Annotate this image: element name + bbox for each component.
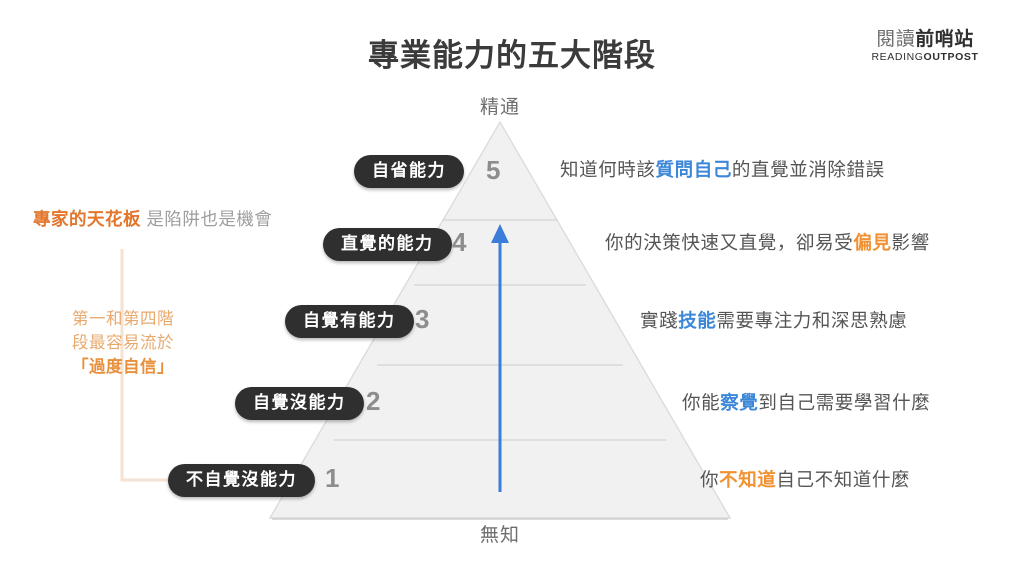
level-description-2: 你能察覺到自己需要學習什麼 <box>682 389 930 415</box>
level-number-1: 1 <box>325 463 340 493</box>
logo-chinese-light: 閱讀 <box>876 29 916 50</box>
page-title: 專業能力的五大階段 <box>368 38 656 73</box>
level-number-3: 3 <box>415 304 430 334</box>
axis-label-ignorance: 無知 <box>479 525 520 546</box>
logo-english-light: READING <box>871 50 924 63</box>
level-1-desc-post: 自己不知道什麼 <box>776 469 911 490</box>
logo-english: READINGOUTPOST <box>860 51 990 63</box>
level-number-5: 5 <box>486 155 501 185</box>
level-description-5: 知道何時該質問自己的直覺並消除錯誤 <box>560 156 885 182</box>
level-badge-1[interactable]: 不自覺沒能力 <box>168 464 315 497</box>
level-4-desc-highlight: 偏見 <box>853 232 892 253</box>
level-5-desc-pre: 知道何時該 <box>560 159 656 180</box>
progress-arrow-icon <box>491 224 509 492</box>
level-4-desc-post: 影響 <box>891 232 930 253</box>
level-description-4: 你的決策快速又直覺，卻易受偏見影響 <box>605 229 930 255</box>
annotation-expert-ceiling: 專家的天花板 是陷阱也是機會 <box>33 206 272 231</box>
level-description-1: 你不知道自己不知道什麼 <box>700 466 910 492</box>
level-4-desc-pre: 你的決策快速又直覺，卻易受 <box>605 232 854 253</box>
annotation-expert-ceiling-soft: 是陷阱也是機會 <box>141 209 273 229</box>
level-badge-2[interactable]: 自覺沒能力 <box>235 387 364 420</box>
brand-logo: 閱讀前哨站 READINGOUTPOST <box>860 30 990 63</box>
level-5-desc-highlight: 質問自己 <box>655 159 732 180</box>
level-badge-5[interactable]: 自省能力 <box>354 155 464 188</box>
level-2-desc-pre: 你能 <box>682 392 721 413</box>
level-2-desc-highlight: 察覺 <box>720 392 759 413</box>
annotation-overconfidence-line2: 段最容易流於 <box>72 333 174 352</box>
logo-chinese: 閱讀前哨站 <box>860 30 990 50</box>
annotation-overconfidence-line3: 「過度自信」 <box>72 357 174 376</box>
level-number-4: 4 <box>452 227 467 257</box>
level-badge-4[interactable]: 直覺的能力 <box>323 228 452 261</box>
annotation-overconfidence-line1: 第一和第四階 <box>72 310 174 328</box>
level-1-desc-highlight: 不知道 <box>719 469 777 490</box>
level-2-desc-post: 到自己需要學習什麼 <box>758 392 931 413</box>
level-5-desc-post: 的直覺並消除錯誤 <box>731 159 885 180</box>
level-3-desc-post: 需要專注力和深思熟慮 <box>716 310 908 331</box>
logo-chinese-bold: 前哨站 <box>915 29 974 50</box>
annotation-expert-ceiling-strong: 專家的天花板 <box>33 209 141 229</box>
level-1-desc-pre: 你 <box>700 469 720 490</box>
level-number-2: 2 <box>366 386 381 416</box>
logo-english-bold: OUTPOST <box>923 50 979 63</box>
level-description-3: 實踐技能需要專注力和深思熟慮 <box>640 307 907 333</box>
axis-label-mastery: 精通 <box>479 97 520 118</box>
level-3-desc-pre: 實踐 <box>640 310 679 331</box>
level-3-desc-highlight: 技能 <box>678 310 717 331</box>
annotation-overconfidence: 第一和第四階 段最容易流於 「過度自信」 <box>38 308 208 380</box>
level-badge-3[interactable]: 自覺有能力 <box>285 305 414 338</box>
